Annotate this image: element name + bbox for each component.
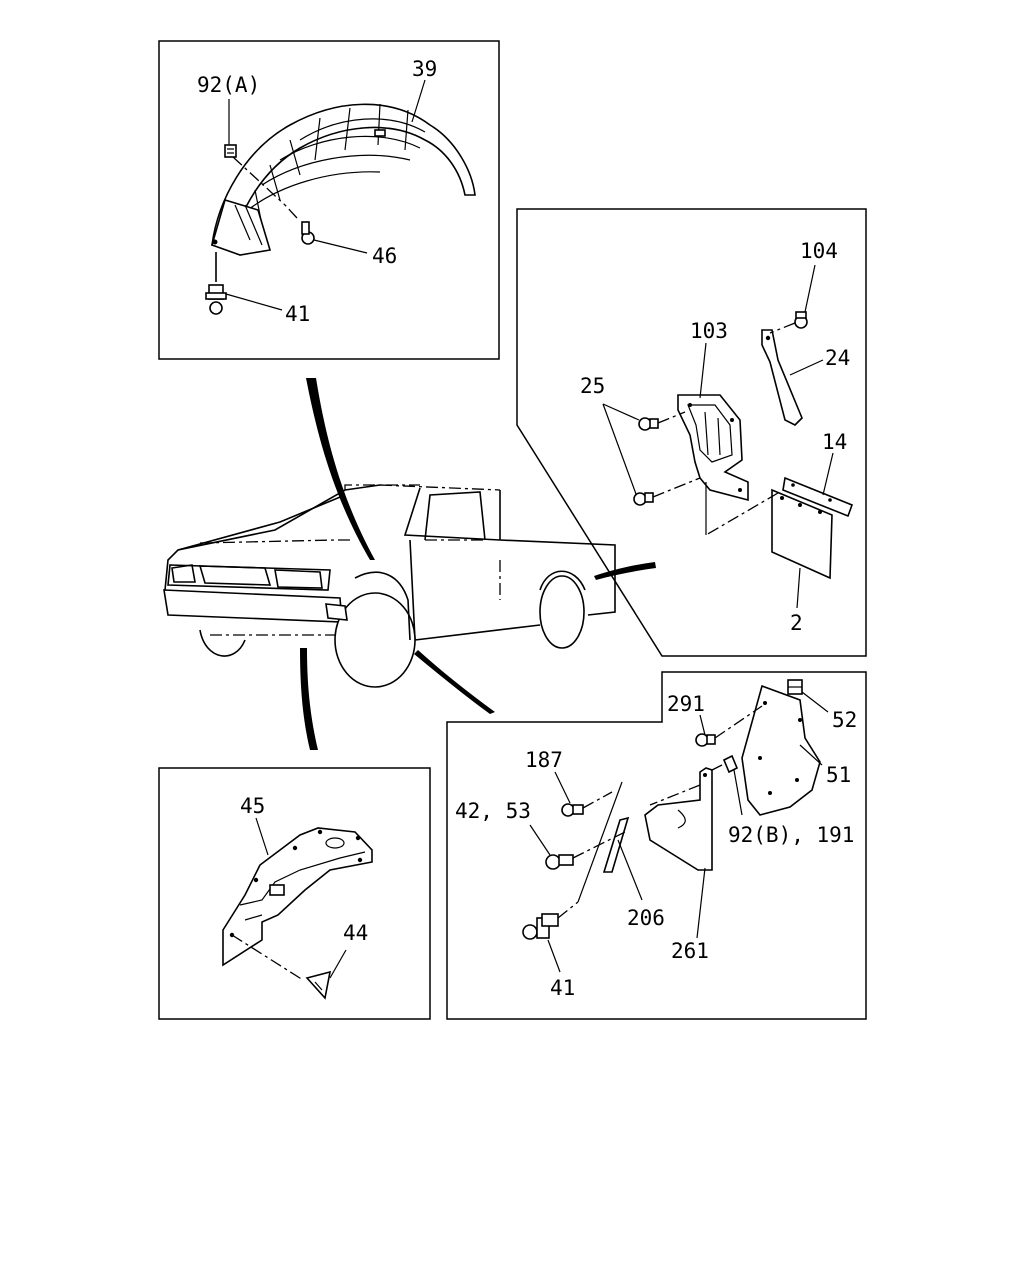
screw-46 (284, 204, 368, 254)
label-mud-bracket-14: 14 (822, 430, 847, 454)
panel-mudflap-261: 291 52 51 187 42, 53 92(B), 191 206 261 … (446, 671, 867, 1020)
label-fender-liner: 39 (412, 57, 437, 81)
mud-bracket-14 (782, 452, 854, 518)
panel-splash-shield: 45 44 (158, 767, 431, 1020)
label-clip-92a: 92(A) (197, 73, 260, 97)
label-screw-104: 104 (800, 239, 838, 263)
label-bolt-25: 25 (580, 374, 605, 398)
clip-52 (787, 679, 829, 713)
label-strip-206: 206 (627, 906, 665, 930)
label-clip-44: 44 (343, 921, 368, 945)
label-bolt-42-53: 42, 53 (455, 799, 531, 823)
label-shield-51: 51 (826, 763, 851, 787)
screw-291 (695, 705, 763, 747)
splash-shield-45 (222, 827, 373, 981)
screw-104 (769, 264, 816, 334)
mudflap-261 (644, 764, 723, 939)
clip-92a (224, 99, 286, 206)
clip-41-top (205, 252, 283, 315)
label-splash-shield-45: 45 (240, 794, 265, 818)
stay-24 (761, 329, 803, 426)
label-clip-41-bottom: 41 (550, 976, 575, 1000)
vehicle-illustration (163, 484, 616, 688)
bolt-25 (602, 403, 701, 506)
shield-51 (741, 684, 823, 816)
label-stay-24: 24 (825, 346, 850, 370)
bolt-187 (554, 771, 613, 817)
label-nut-92b-191: 92(B), 191 (728, 823, 854, 847)
leader-strokes (300, 378, 656, 750)
label-clip-41-top: 41 (285, 302, 310, 326)
panel-rear-mudflap: 104 103 24 25 14 2 (516, 208, 867, 657)
bracket-103 (677, 394, 749, 502)
mudflap-2 (705, 482, 833, 609)
panel-fender-liner: 92(A) 39 46 41 (158, 40, 500, 360)
label-screw-46: 46 (372, 244, 397, 268)
label-mudflap-261: 261 (671, 939, 709, 963)
label-clip-52: 52 (832, 708, 857, 732)
strip-206 (602, 816, 643, 901)
clip-44 (305, 949, 347, 1000)
clip-41-bottom (522, 781, 623, 973)
fender-liner-part (211, 103, 476, 256)
label-screw-291: 291 (667, 692, 705, 716)
label-bolt-187: 187 (525, 748, 563, 772)
label-bracket-103: 103 (690, 319, 728, 343)
label-mudflap-2: 2 (790, 611, 803, 635)
nut-92b-191 (722, 754, 743, 816)
